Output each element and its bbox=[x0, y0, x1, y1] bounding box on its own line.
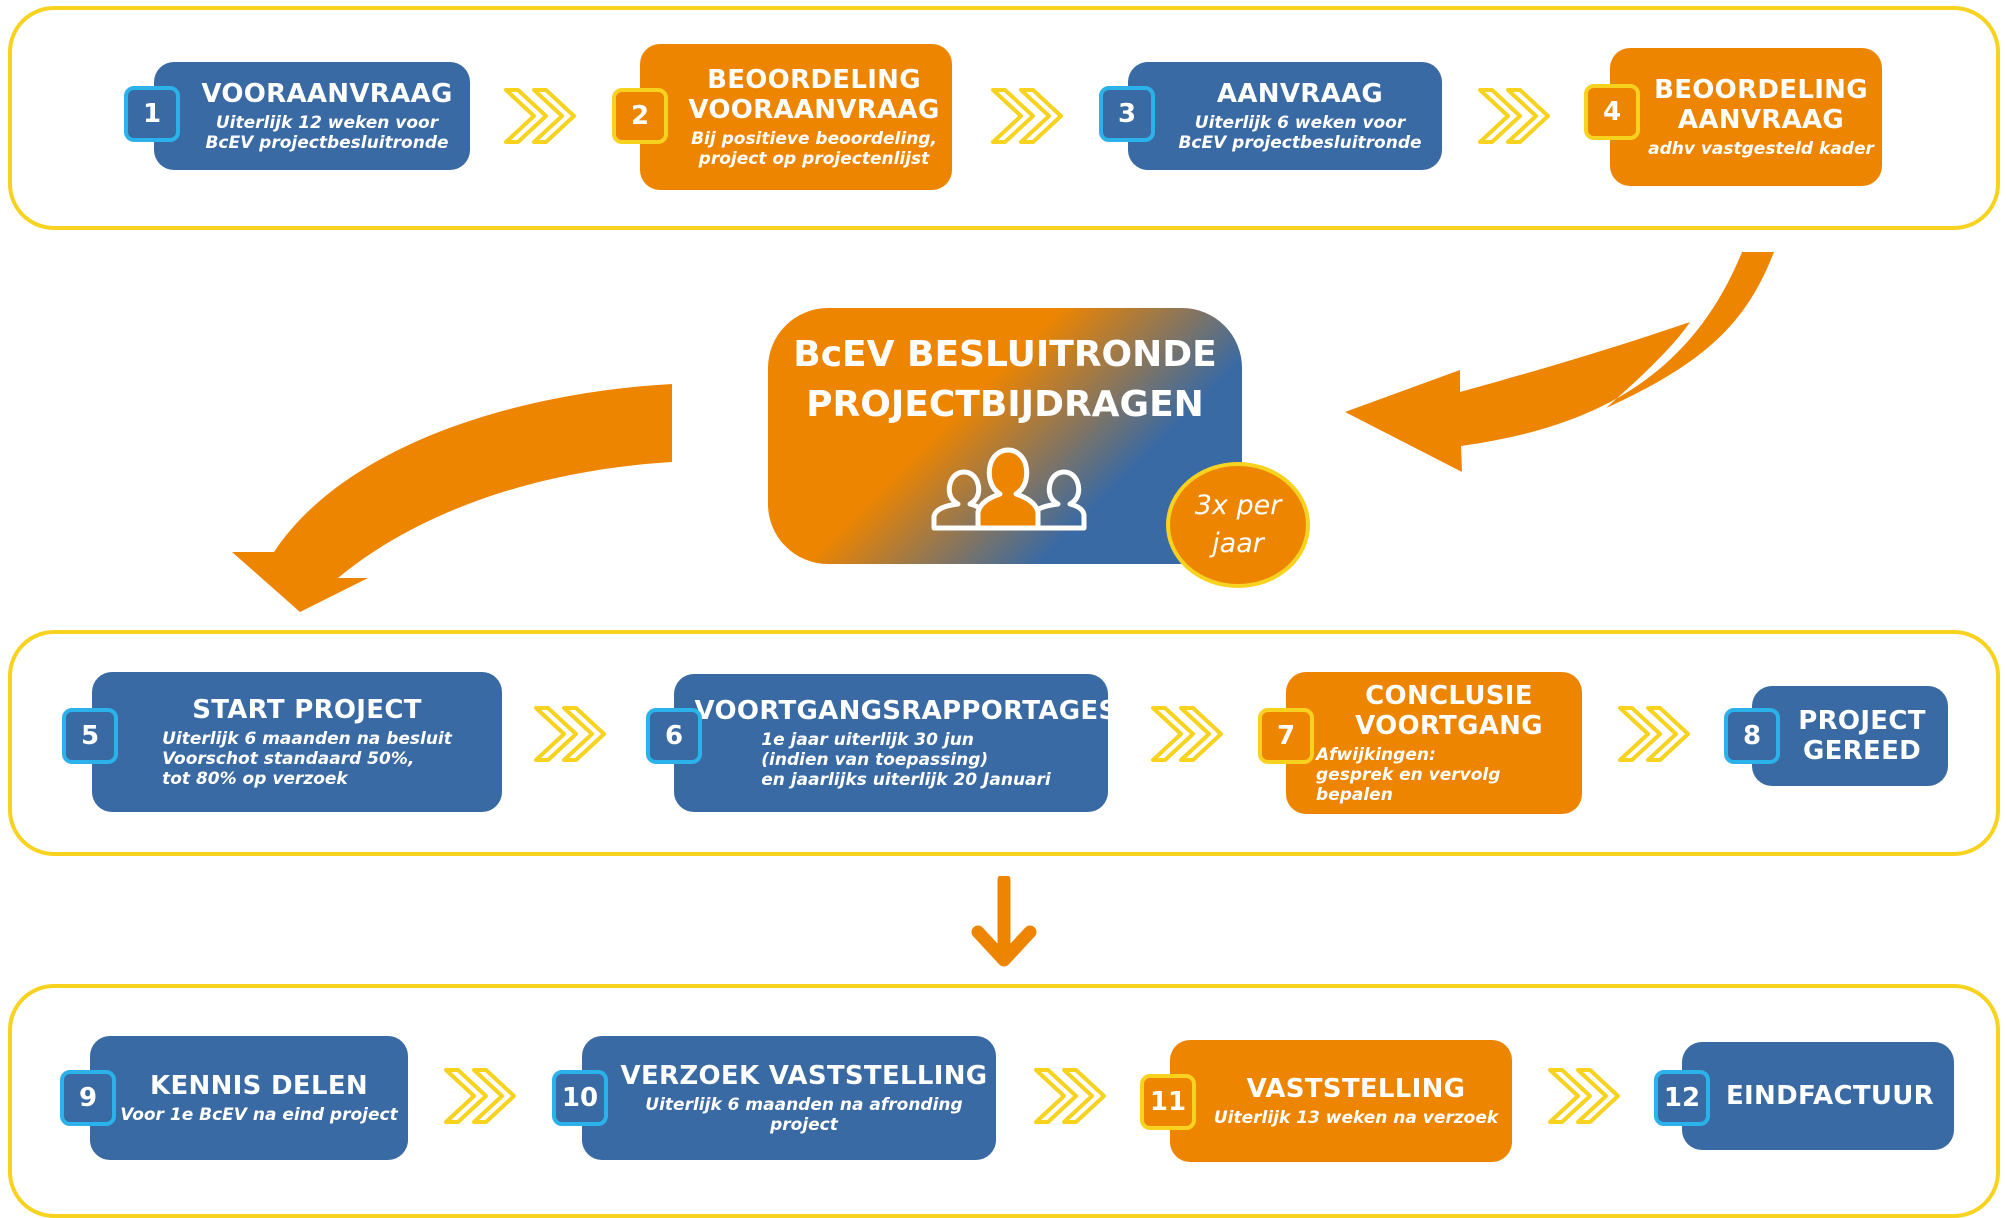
step-title: AANVRAAG bbox=[1216, 79, 1384, 109]
step-number-badge: 3 bbox=[1099, 86, 1155, 142]
step-number-badge: 11 bbox=[1140, 1074, 1196, 1130]
frequency-badge: 3x per jaar bbox=[1166, 462, 1310, 588]
step-subtitle: Bij positieve beoordeling, project op pr… bbox=[691, 129, 937, 169]
step-subtitle: 1e jaar uiterlijk 30 jun (indien van toe… bbox=[761, 730, 1051, 790]
step-12-eindfactuur: EINDFACTUUR bbox=[1682, 1042, 1954, 1150]
step-10-verzoek-vaststelling: VERZOEK VASTSTELLING Uiterlijk 6 maanden… bbox=[582, 1036, 996, 1160]
step-8-project-gereed: PROJECT GEREED bbox=[1752, 686, 1948, 786]
double-chevron-icon bbox=[1151, 706, 1223, 762]
step-title: EINDFACTUUR bbox=[1725, 1081, 1935, 1111]
step-title: CONCLUSIE VOORTGANG bbox=[1355, 681, 1543, 741]
double-chevron-icon bbox=[534, 706, 606, 762]
step-9-kennis-delen: KENNIS DELEN Voor 1e BcEV na eind projec… bbox=[90, 1036, 408, 1160]
step-7-conclusie-voortgang: CONCLUSIE VOORTGANG Afwijkingen: gesprek… bbox=[1286, 672, 1582, 814]
step-number-badge: 4 bbox=[1584, 84, 1640, 140]
double-chevron-icon bbox=[504, 88, 576, 144]
people-icon bbox=[931, 447, 1087, 531]
step-subtitle: Afwijkingen: gesprek en vervolg bepalen bbox=[1316, 745, 1501, 805]
step-title: BEOORDELING VOORAANVRAAG bbox=[688, 65, 940, 125]
double-chevron-icon bbox=[1478, 88, 1550, 144]
step-number-badge: 7 bbox=[1258, 708, 1314, 764]
step-number-badge: 8 bbox=[1724, 708, 1780, 764]
curved-arrow-right bbox=[1345, 252, 1774, 472]
step-2-beoordeling-vooraanvraag: BEOORDELING VOORAANVRAAG Bij positieve b… bbox=[640, 44, 952, 190]
central-besluitronde-box: BcEV BESLUITRONDE PROJECTBIJDRAGEN bbox=[768, 308, 1242, 564]
curved-arrow-left bbox=[232, 384, 672, 612]
step-subtitle: Voor 1e BcEV na eind project bbox=[120, 1105, 398, 1125]
step-6-voortgangsrapportages: VOORTGANGSRAPPORTAGES 1e jaar uiterlijk … bbox=[674, 674, 1117, 812]
step-number-badge: 2 bbox=[612, 88, 668, 144]
double-chevron-icon bbox=[1618, 706, 1690, 762]
step-number-badge: 6 bbox=[646, 708, 702, 764]
double-chevron-icon bbox=[991, 88, 1063, 144]
step-subtitle: Uiterlijk 12 weken voor BcEV projectbesl… bbox=[205, 113, 449, 153]
down-arrow bbox=[971, 876, 1037, 967]
step-number-badge: 12 bbox=[1654, 1070, 1710, 1126]
central-title: BcEV BESLUITRONDE PROJECTBIJDRAGEN bbox=[793, 334, 1217, 425]
step-4-beoordeling-aanvraag: BEOORDELING AANVRAAG adhv vastgesteld ka… bbox=[1610, 48, 1882, 186]
step-5-start-project: START PROJECT Uiterlijk 6 maanden na bes… bbox=[92, 672, 502, 812]
step-number-badge: 5 bbox=[62, 708, 118, 764]
step-title: START PROJECT bbox=[192, 695, 422, 725]
step-title: PROJECT GEREED bbox=[1798, 706, 1926, 766]
step-subtitle: Uiterlijk 6 maanden na besluit Voorschot… bbox=[162, 729, 452, 789]
step-subtitle: Uiterlijk 6 maanden na afronding project bbox=[645, 1095, 963, 1135]
double-chevron-icon bbox=[1548, 1068, 1620, 1124]
step-subtitle: adhv vastgesteld kader bbox=[1648, 139, 1874, 159]
step-title: VASTSTELLING bbox=[1246, 1074, 1466, 1104]
step-title: VOORTGANGSRAPPORTAGES bbox=[694, 696, 1118, 726]
step-title: KENNIS DELEN bbox=[150, 1071, 368, 1101]
step-1-vooraanvraag: VOORAANVRAAG Uiterlijk 12 weken voor BcE… bbox=[154, 62, 470, 170]
step-title: VERZOEK VASTSTELLING bbox=[620, 1061, 988, 1091]
double-chevron-icon bbox=[1034, 1068, 1106, 1124]
double-chevron-icon bbox=[444, 1068, 516, 1124]
step-number-badge: 10 bbox=[552, 1070, 608, 1126]
step-3-aanvraag: AANVRAAG Uiterlijk 6 weken voor BcEV pro… bbox=[1128, 62, 1442, 170]
step-number-badge: 1 bbox=[124, 86, 180, 142]
step-11-vaststelling: VASTSTELLING Uiterlijk 13 weken na verzo… bbox=[1170, 1040, 1512, 1162]
step-subtitle: Uiterlijk 6 weken voor BcEV projectbeslu… bbox=[1178, 113, 1422, 153]
step-title: BEOORDELING AANVRAAG bbox=[1654, 75, 1868, 135]
step-title: VOORAANVRAAG bbox=[201, 79, 453, 109]
step-subtitle: Uiterlijk 13 weken na verzoek bbox=[1213, 1108, 1499, 1128]
step-number-badge: 9 bbox=[60, 1070, 116, 1126]
